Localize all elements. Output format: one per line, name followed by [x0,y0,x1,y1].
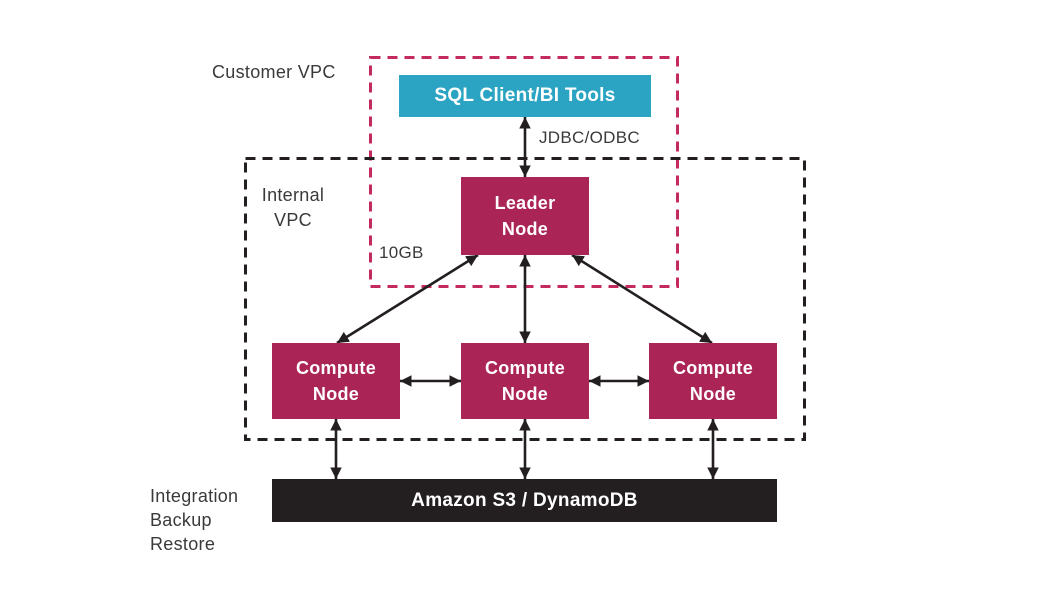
arrow-leader-compute-1 [336,253,479,345]
sql-client-box: SQL Client/BI Tools [399,75,651,117]
customer-vpc-label: Customer VPC [212,62,336,82]
storage-bar-label: Amazon S3 / DynamoDB [411,489,638,511]
integration-backup-restore-label: Integration Backup Restore [150,486,239,554]
arrow-leader-compute-3 [571,253,713,345]
compute-node-box-2: Compute Node [461,343,589,419]
compute-node-label: Compute Node [295,358,377,404]
leader-node-label: Leader Node [494,193,556,239]
sql-client-label: SQL Client/BI Tools [434,85,616,106]
leader-node-box: Leader Node [461,177,589,255]
internal-vpc-label: Internal VPC [261,185,325,230]
compute-node-box-1: Compute Node [272,343,400,419]
storage-bar: Amazon S3 / DynamoDB [272,479,777,522]
jdbc-odbc-label: JDBC/ODBC [539,128,640,147]
compute-node-label: Compute Node [672,358,754,404]
compute-node-label: Compute Node [484,358,566,404]
compute-node-box-3: Compute Node [649,343,777,419]
bandwidth-label: 10GB [379,243,424,262]
